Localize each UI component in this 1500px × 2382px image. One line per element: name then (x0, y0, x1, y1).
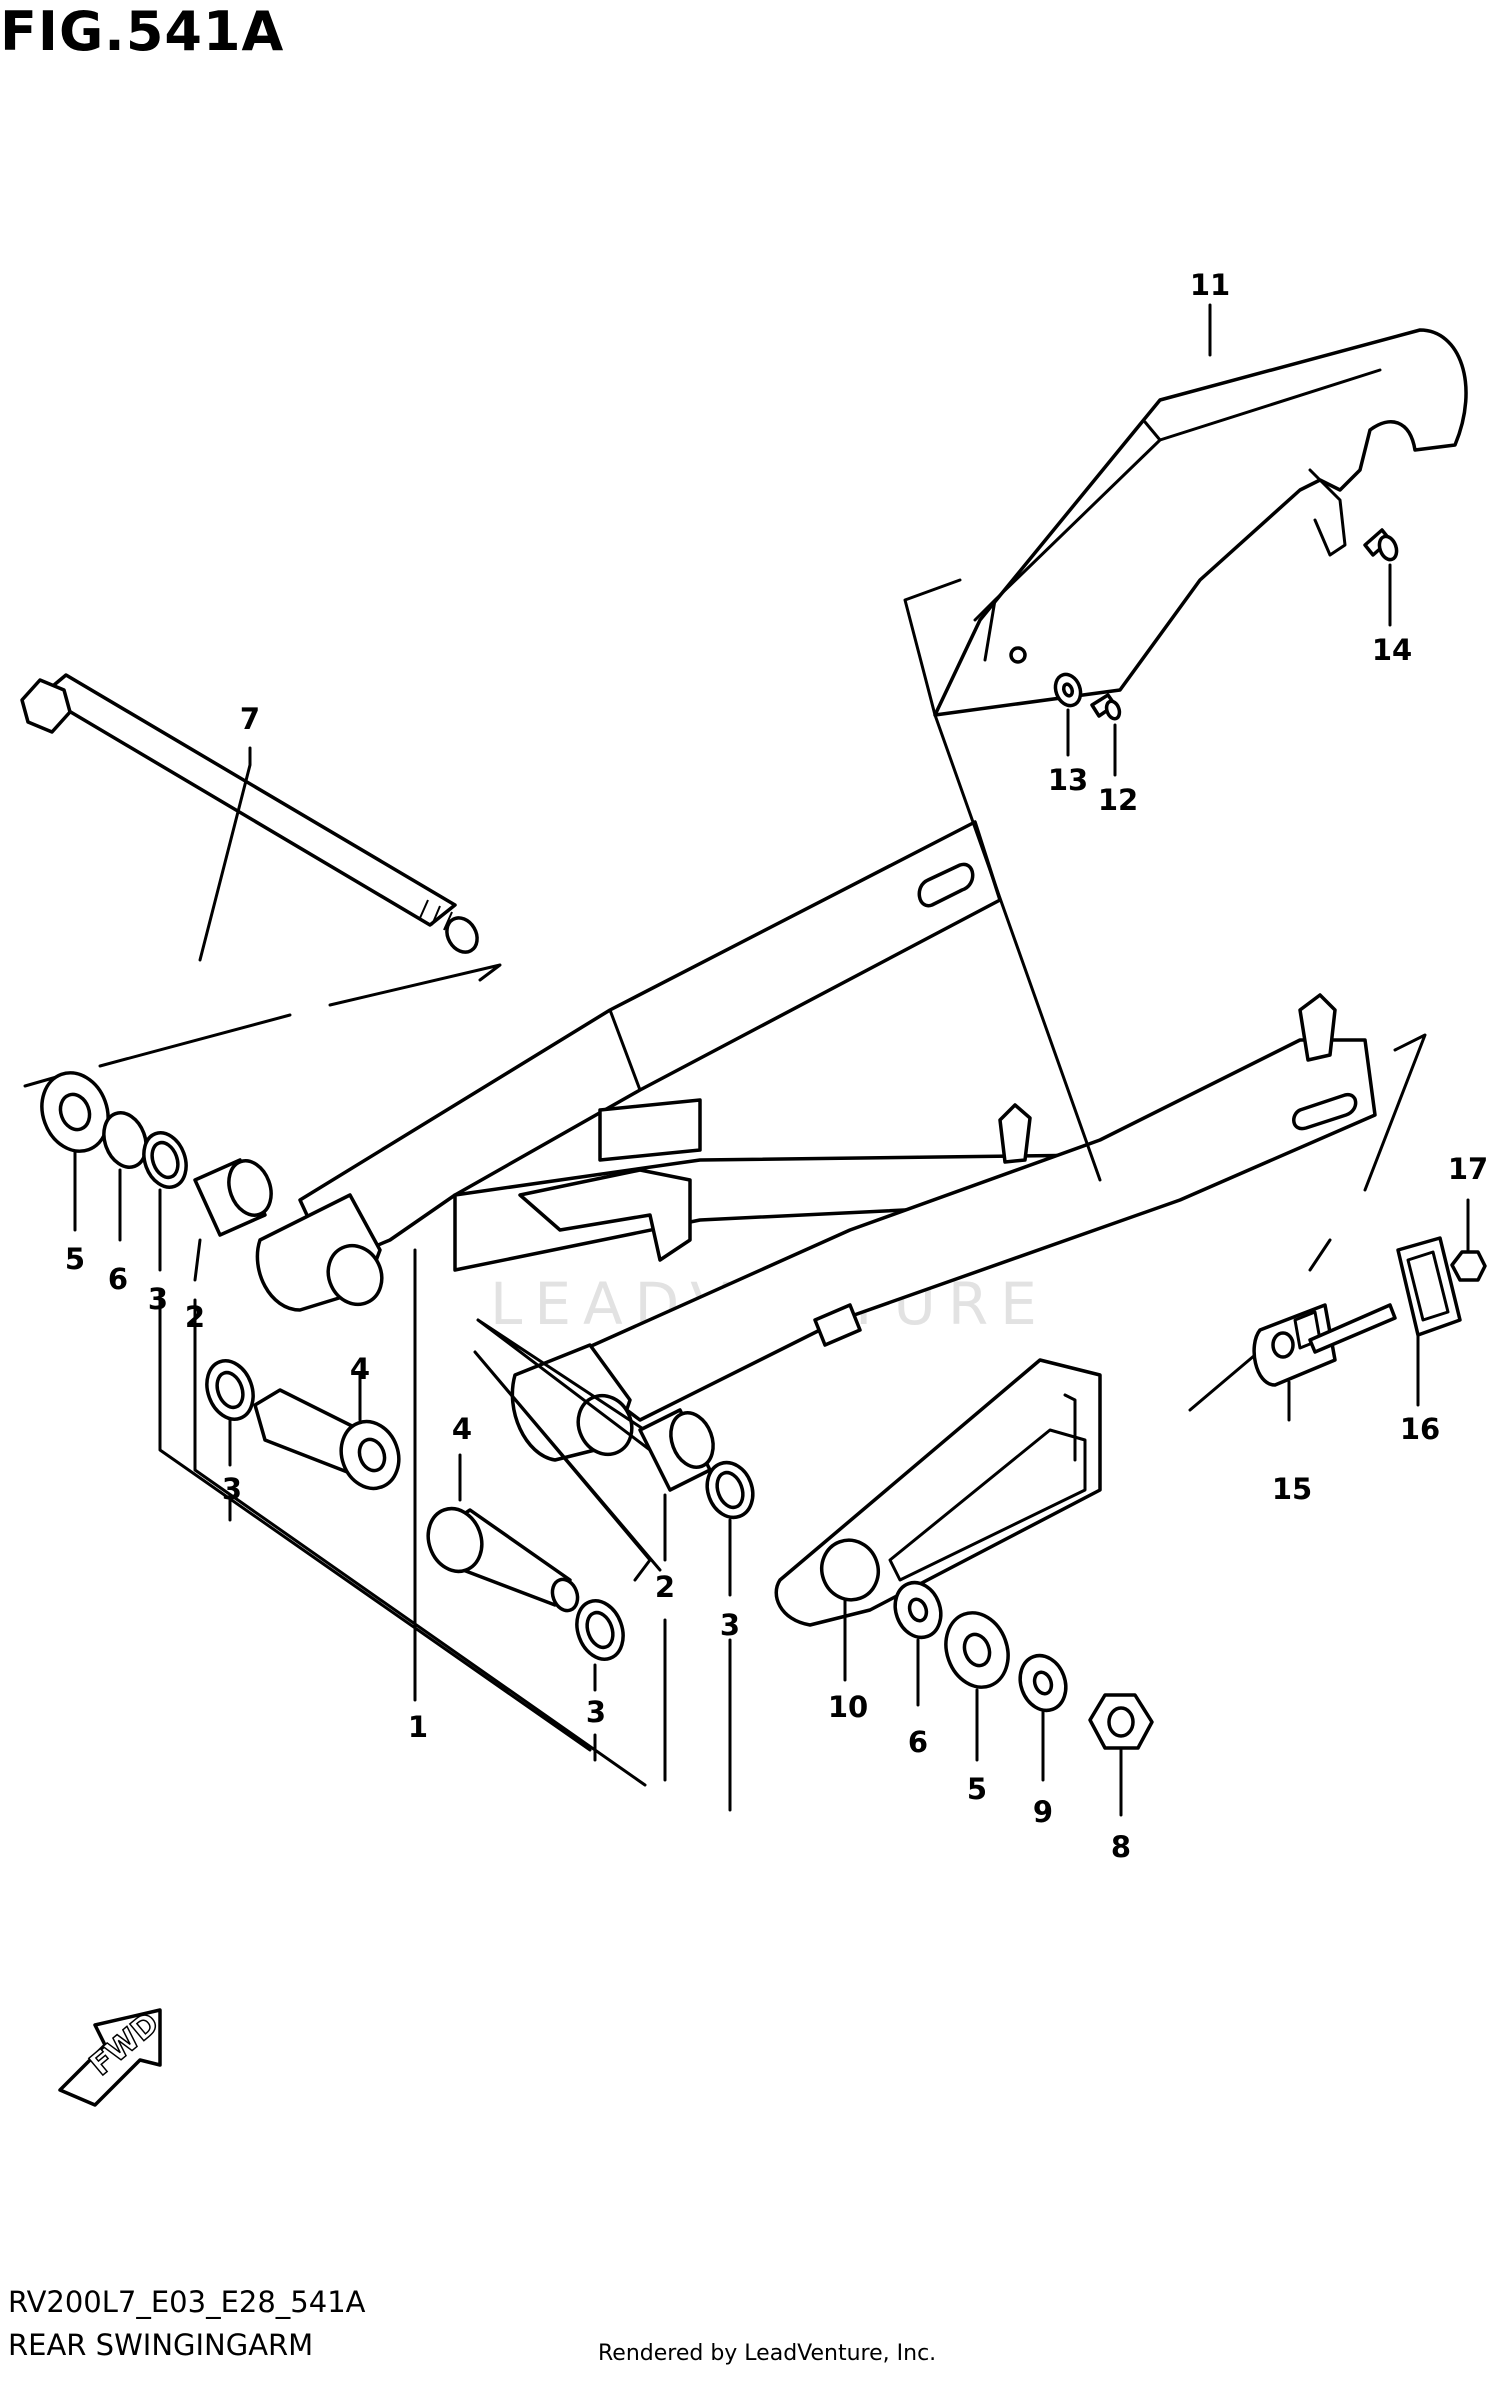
callout-5-right[interactable]: 5 (966, 1772, 988, 1806)
bearing-part[interactable] (199, 1354, 261, 1425)
bushing-part[interactable] (420, 1501, 582, 1614)
callout-11[interactable]: 11 (1189, 268, 1231, 302)
pivot-shaft-part[interactable] (20, 673, 483, 958)
leader-line (903, 578, 1102, 1182)
callout-14[interactable]: 14 (1371, 633, 1413, 667)
callout-6-right[interactable]: 6 (907, 1725, 929, 1759)
assembly-bracket (158, 1288, 647, 1787)
leader-line (1287, 1198, 1470, 1422)
callout-3-center[interactable]: 3 (221, 1472, 243, 1506)
washer-part[interactable] (1051, 671, 1084, 709)
callout-3-right[interactable]: 3 (719, 1608, 741, 1642)
chain-adjuster-block-part[interactable] (1396, 1236, 1462, 1337)
washer-part[interactable] (888, 1576, 948, 1644)
chain-adjuster-plate-part[interactable] (1252, 1303, 1337, 1387)
bolt-part[interactable] (1363, 528, 1400, 562)
callout-9[interactable]: 9 (1032, 1795, 1054, 1829)
callout-16[interactable]: 16 (1399, 1412, 1441, 1446)
callout-3-left[interactable]: 3 (147, 1282, 169, 1316)
leader-line (916, 1638, 1123, 1817)
callout-8[interactable]: 8 (1110, 1830, 1132, 1864)
render-credit: Rendered by LeadVenture, Inc. (598, 2341, 937, 2366)
oil-seal-part[interactable] (31, 1063, 119, 1160)
callout-12[interactable]: 12 (1097, 783, 1139, 817)
bearing-part[interactable] (137, 1127, 194, 1193)
bearing-part[interactable] (700, 1456, 760, 1524)
callout-2-right[interactable]: 2 (654, 1570, 676, 1604)
assembly-bracket (473, 1350, 662, 1582)
leader-line (228, 1373, 362, 1467)
callout-13[interactable]: 13 (1047, 763, 1089, 797)
forward-direction-icon: FWD (58, 2005, 167, 2107)
adjuster-bolt-part[interactable] (1308, 1303, 1397, 1354)
figure-code: RV200L7_E03_E28_541A (8, 2285, 366, 2319)
chain-case-part[interactable] (774, 1358, 1102, 1627)
callout-4-center[interactable]: 4 (451, 1412, 473, 1446)
oil-seal-part[interactable] (936, 1604, 1018, 1696)
chain-cover-part[interactable] (933, 328, 1468, 717)
callout-2-left[interactable]: 2 (184, 1300, 206, 1334)
callout-15[interactable]: 15 (1271, 1472, 1313, 1506)
assembly-bracket (23, 963, 502, 1088)
assembly-bracket (476, 1318, 662, 1452)
leader-line (73, 1150, 202, 1282)
callout-5-left[interactable]: 5 (64, 1242, 86, 1276)
bushing-part[interactable] (253, 1388, 408, 1497)
adjuster-nut-part[interactable] (1450, 1250, 1487, 1282)
spacer-part[interactable] (193, 1155, 278, 1237)
leader-line (198, 746, 252, 962)
callout-4-right[interactable]: 4 (349, 1352, 371, 1386)
callout-7[interactable]: 7 (239, 702, 261, 736)
leader-line (663, 1493, 732, 1812)
nut-part[interactable] (1088, 1693, 1154, 1750)
washer-part[interactable] (97, 1107, 154, 1173)
washer-part[interactable] (1013, 1649, 1073, 1717)
callout-1[interactable]: 1 (407, 1710, 429, 1744)
callout-10[interactable]: 10 (827, 1690, 869, 1724)
bolt-part[interactable] (1090, 693, 1122, 721)
figure-title: FIG.541A (0, 0, 285, 63)
callout-6-left[interactable]: 6 (107, 1262, 129, 1296)
callout-17[interactable]: 17 (1447, 1152, 1489, 1186)
callout-3-bottom[interactable]: 3 (585, 1695, 607, 1729)
swingarm-frame-part[interactable] (255, 820, 1377, 1463)
leader-line (1066, 708, 1117, 777)
bearing-part[interactable] (569, 1594, 631, 1665)
figure-name: REAR SWINGINGARM (8, 2328, 314, 2362)
assembly-bracket (1188, 1033, 1427, 1412)
